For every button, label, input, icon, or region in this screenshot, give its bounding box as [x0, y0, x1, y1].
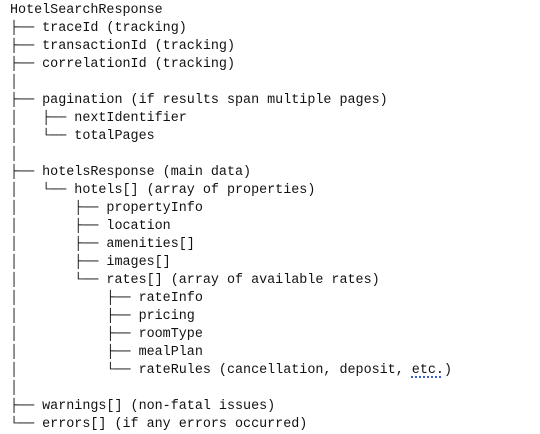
tree-connector: │ [10, 147, 19, 162]
tree-node-mealplan: │ ├── mealPlan [10, 345, 203, 360]
tree-node-hotels: │ └── hotels[] (array of properties) [10, 183, 316, 198]
tree-node-pagination: ├── pagination (if results span multiple… [10, 93, 388, 108]
tree-node-warnings: ├── warnings[] (non-fatal issues) [10, 399, 276, 414]
tree-node-errors: └── errors[] (if any errors occurred) [10, 417, 308, 432]
tree-node-raterules: │ └── rateRules (cancellation, deposit, … [10, 363, 452, 378]
tree-node-rateinfo: │ ├── rateInfo [10, 291, 203, 306]
tree-node-roomtype: │ ├── roomType [10, 327, 203, 342]
tree-node-images: │ ├── images[] [10, 255, 171, 270]
tree-node-propertyinfo: │ ├── propertyInfo [10, 201, 203, 216]
tree-node-location: │ ├── location [10, 219, 171, 234]
tree-node-transactionid: ├── transactionId (tracking) [10, 39, 235, 54]
tree-root-node: HotelSearchResponse [10, 3, 163, 18]
tree-connector: │ [10, 75, 19, 90]
tree-node-amenities: │ ├── amenities[] [10, 237, 195, 252]
spellcheck-underlined-word: etc. [411, 363, 444, 378]
tree-node-hotelsresponse: ├── hotelsResponse (main data) [10, 165, 252, 180]
tree-node-pricing: │ ├── pricing [10, 309, 195, 324]
tree-node-traceid: ├── traceId (tracking) [10, 21, 187, 36]
tree-node-rates: │ └── rates[] (array of available rates) [10, 273, 380, 288]
tree-node-correlationid: ├── correlationId (tracking) [10, 57, 235, 72]
tree-node-nextidentifier: │ ├── nextIdentifier [10, 111, 187, 126]
tree-connector: │ [10, 381, 19, 396]
tree-node-totalpages: │ └── totalPages [10, 129, 155, 144]
